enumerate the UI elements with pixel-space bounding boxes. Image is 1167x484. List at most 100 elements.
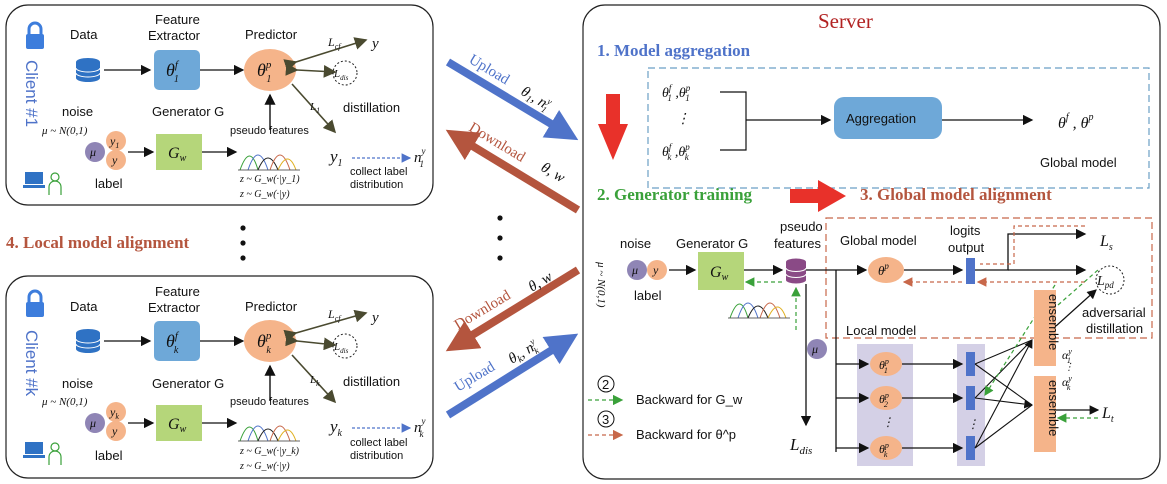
legend-theta: Backward for θ^p [636,427,736,442]
collect-label-1: collect label [350,166,407,178]
ensemble-box-1 [1034,290,1056,366]
label-text: label [634,288,662,303]
feature-extractor-label-1: Feature [155,284,200,299]
loss-1-label: L1 [309,101,320,115]
step4-title: 4. Local model alignment [6,233,190,252]
mu-node [85,413,105,433]
predictor-node [244,49,296,91]
noise-dist: μ ~ N(0,1) [41,125,88,137]
ensemble-label-1: ensemble [1046,294,1061,350]
adv-label-2: distillation [1086,321,1143,336]
down-arrow-red [598,94,628,160]
noise-dist: μ ~ N(0,1) [41,396,88,408]
loss-pd: Lpd [1096,274,1114,290]
z1-label: z ~ G_w(·|y_1) [239,174,300,185]
noise-label: noise [620,236,651,251]
loss-k-label: Lk [309,374,320,388]
local-logit-k [966,436,975,460]
pseudo-label-1: pseudo [780,219,823,234]
distillation-label: distillation [343,100,400,115]
params-dots: ⋮ [676,112,690,127]
local-theta-2 [870,386,902,410]
mu-symbol: μ [89,145,96,159]
global-params: θf , θp [1058,112,1094,132]
client-1-name: Client #1 [22,60,41,127]
data-label: Data [70,299,98,314]
step3-title: 3. Global model alignment [860,185,1052,204]
y1-node [106,131,126,151]
aggregation-box [834,97,942,139]
lock-icon [26,289,44,317]
local-logit-1 [966,352,975,376]
loss-dis-label: Ldis [333,68,349,82]
lock-icon [26,21,44,49]
collect-label-2: distribution [350,450,403,462]
collect-label-2: distribution [350,179,403,191]
logits-bar [966,258,975,284]
ensemble-label-2: ensemble [1046,380,1061,436]
global-model-label: Global model [840,233,917,248]
y1-output: y1 [328,147,343,169]
mu-symbol: μ [89,416,96,430]
y-symbol: y [111,153,118,167]
y1-symbol: y1 [109,134,119,150]
y-label: y [370,310,379,326]
loss-dis: Ldis [789,435,812,457]
noise-label: noise [62,104,93,119]
client-k-name: Client #k [22,330,41,397]
ensemble-box-2 [1034,376,1056,452]
download-params-1: θ, w [538,160,568,187]
noise-label: noise [62,376,93,391]
ellipsis-dots [240,215,503,261]
y-node [106,150,126,170]
legend-num-2: 2 [602,377,609,392]
generator-label: Generator G [152,376,224,391]
predictor-label: Predictor [245,27,298,42]
noise-dist: μ ~ N(0,1) [595,261,607,308]
y-label: y [370,36,379,52]
upload-arrow-2: Upload θk, nyk [445,333,579,419]
y-symbol: y [111,424,118,438]
pseudo-features-label: pseudo features [230,125,309,137]
logits-label-1: logits [950,223,981,238]
legend: 2 Backward for G_w 3 Backward for θ^p [588,375,743,442]
local-theta-k [870,436,902,460]
mu-node [807,339,827,359]
aggregation-label: Aggregation [846,111,916,126]
global-model-caption: Global model [1040,155,1117,170]
right-arrow-red [790,180,846,212]
legend-generator: Backward for G_w [636,392,743,407]
y-node [106,421,126,441]
local-logit-2 [966,386,975,410]
data-label: Data [70,27,98,42]
generator-box [698,252,744,290]
pseudo-features-label: pseudo features [230,396,309,408]
label-text: label [95,448,123,463]
yk-output: yk [328,417,343,439]
pseudo-label-2: features [774,236,821,251]
generator-label: Generator G [676,236,748,251]
mu-symbol: μ [811,342,818,356]
global-theta-node [868,257,904,283]
yk-node [106,402,126,422]
label-text: label [95,176,123,191]
y-node [647,260,667,280]
theta-p-symbol: θp [878,261,889,278]
predictor-label: Predictor [245,299,298,314]
predictor-node [244,320,296,362]
y-symbol: y [652,263,659,277]
adv-label-1: adversarial [1082,305,1146,320]
mu-node [627,260,647,280]
